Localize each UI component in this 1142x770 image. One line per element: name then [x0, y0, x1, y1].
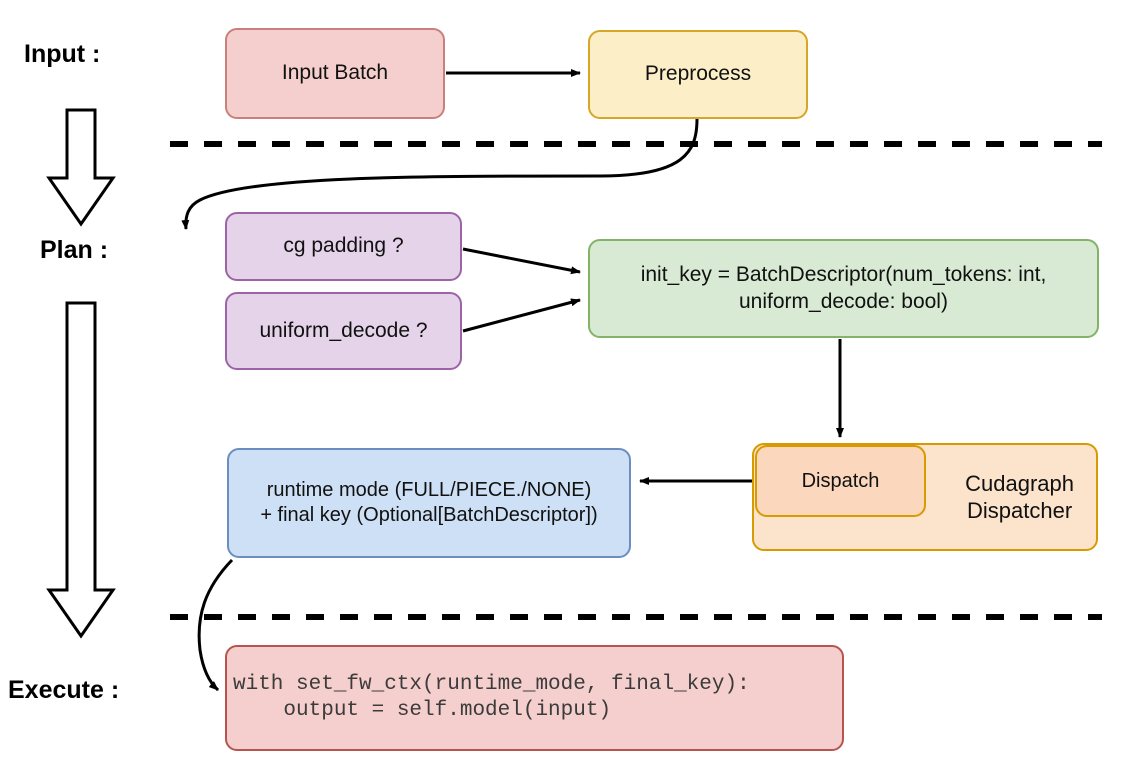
stage-label-execute: Execute :	[8, 676, 120, 704]
node-uniform-decode[interactable]: uniform_decode ?	[225, 292, 462, 370]
block-arrow-input-to-plan	[46, 108, 116, 227]
node-preprocess[interactable]: Preprocess	[588, 30, 808, 119]
node-init-key[interactable]: init_key = BatchDescriptor(num_tokens: i…	[588, 239, 1099, 338]
node-input-batch[interactable]: Input Batch	[225, 28, 445, 119]
block-arrow-plan-to-execute	[46, 301, 116, 639]
stage-label-input: Input :	[24, 40, 101, 68]
node-cg-padding[interactable]: cg padding ?	[225, 212, 462, 281]
edge-uniform-decode-to-init-key	[462, 298, 581, 333]
edge-cg-padding-to-init-key	[462, 247, 581, 275]
stage-label-plan: Plan :	[40, 236, 109, 264]
node-dispatch[interactable]: Dispatch	[755, 445, 926, 517]
node-runtime-mode[interactable]: runtime mode (FULL/PIECE./NONE) + final …	[227, 448, 631, 558]
node-execute-code[interactable]: with set_fw_ctx(runtime_mode, final_key)…	[225, 645, 844, 751]
